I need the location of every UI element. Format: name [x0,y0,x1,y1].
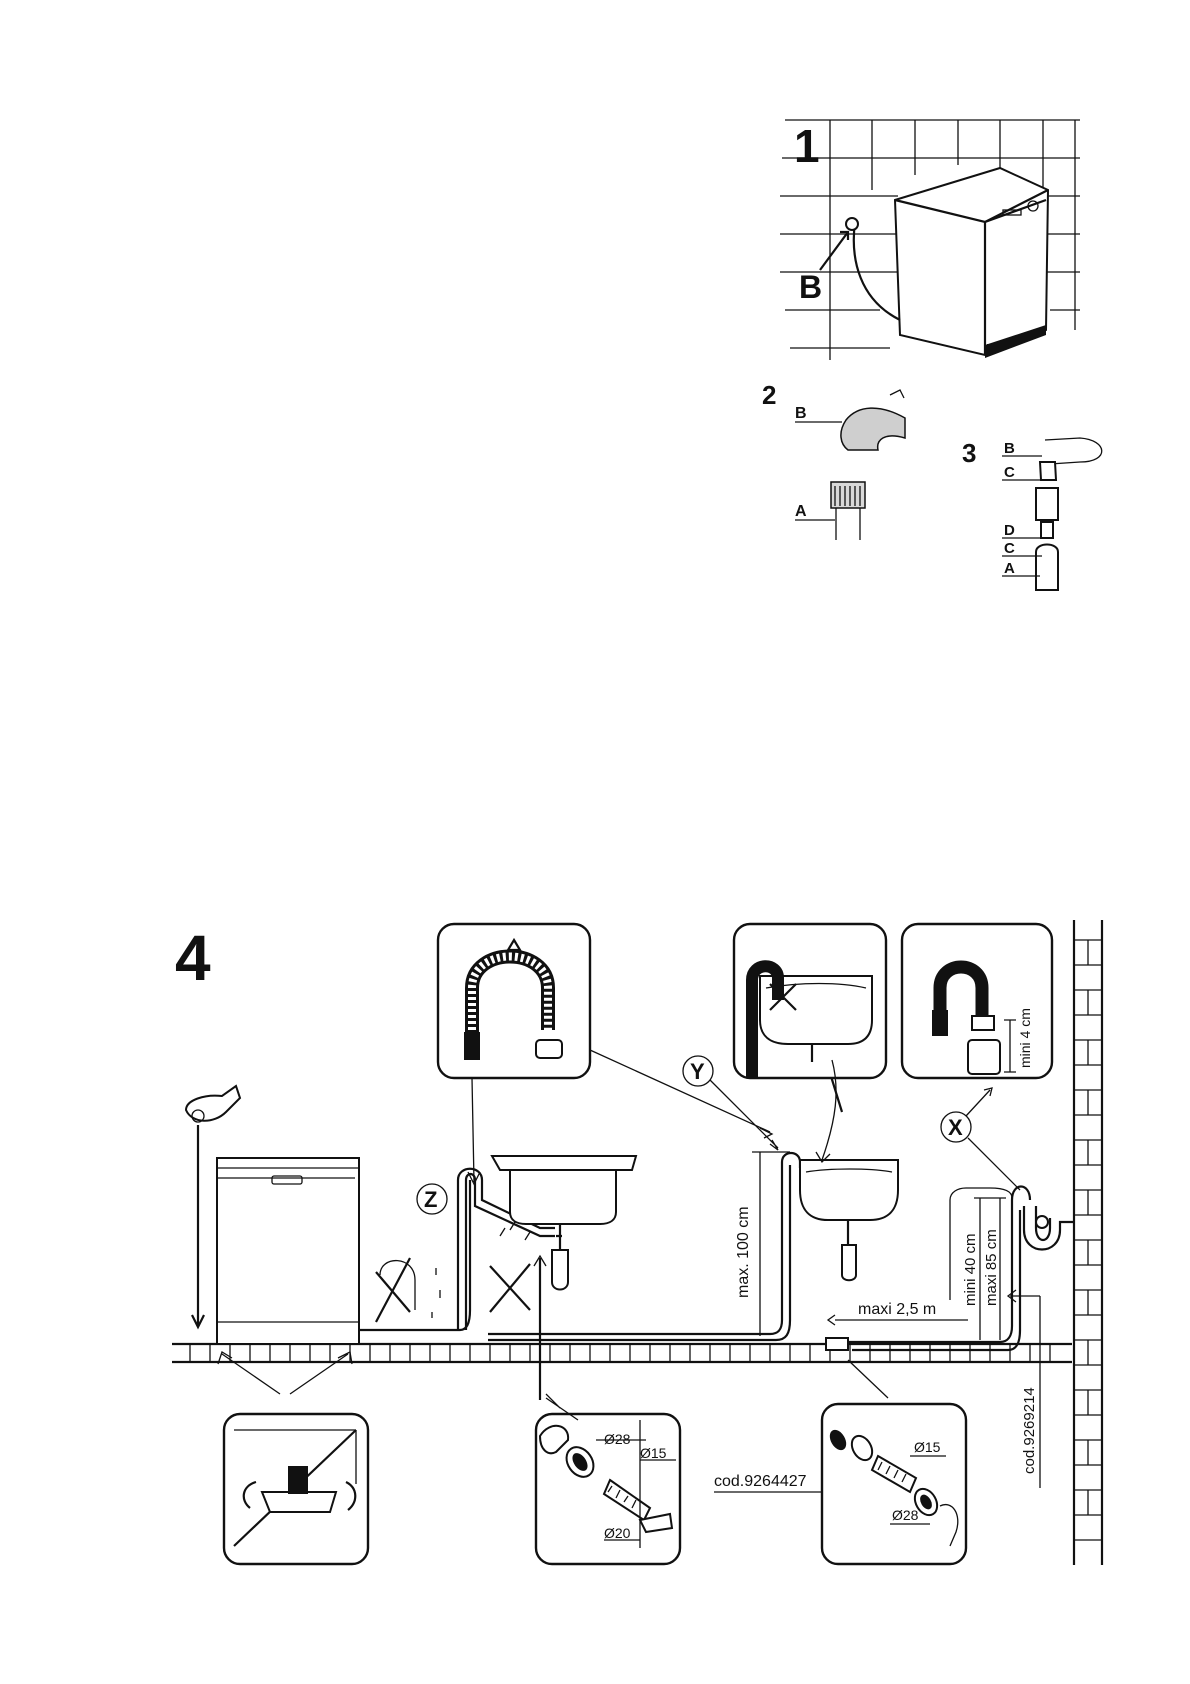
water-tap-fig1 [845,217,859,231]
dim-mini-4-label: mini 4 cm [1017,1008,1033,1068]
extension-hose-code-label: cod.9264427 [714,1473,807,1490]
wrong-routing-2 [489,1221,531,1313]
figure-2-label-b: B [795,405,807,422]
figure-3-number: 3 [962,438,976,468]
dim-left-28: Ø28 [604,1431,631,1447]
dim-max-100-label: max. 100 cm [735,1206,752,1298]
marker-y: Y [690,1059,705,1084]
floor-junction [825,1337,849,1351]
dim-maxi-85-label: maxi 85 cm [983,1229,1000,1306]
figure-4-number: 4 [175,922,211,994]
wrong-routing-1 [375,1257,441,1323]
figure-3-label-c1: C [1004,464,1015,481]
kitchen-sink [490,1155,638,1400]
figure-2-number: 2 [762,380,776,410]
hose-y-route [488,1151,802,1342]
figure-1-water-connection: 1 B [780,119,1080,360]
inlet-hose-fig1 [852,221,901,321]
brick-wall [1072,920,1104,1565]
figure-3-label-a: A [1004,560,1015,577]
marker-y-circle [682,1055,714,1087]
figure-3-label-b: B [1004,440,1015,457]
wall-hose-code: cod.9269214 [1006,1289,1041,1488]
tap-hand-icon [184,1084,242,1330]
figure-1-number: 1 [794,120,820,172]
marker-z-circle [416,1183,448,1215]
marker-x-circle [940,1111,972,1143]
tap-elbow [840,407,906,451]
figure-4-drain-installation: 4 [172,920,1104,1566]
dishwasher-fig1 [893,166,1050,358]
figure-1-label-b: B [799,269,822,305]
panel-sink-detail [732,922,888,1164]
dim-left-20: Ø20 [604,1525,631,1541]
floor-strip [172,1342,1072,1364]
dim-max-100: max. 100 cm [735,1151,790,1336]
figure-2-hose-ends: 2 B A [762,380,906,540]
figure-3-label-c2: C [1004,540,1015,557]
marker-x: X [948,1115,963,1140]
dishwasher-fig4 [216,1157,472,1345]
tile-wall [780,119,1080,360]
dim-mini-40-label: mini 40 cm [962,1233,979,1306]
marker-z: Z [424,1187,437,1212]
panel-drain-adapter-right: Ø15 Ø28 [820,1402,968,1566]
figure-3-label-d: D [1004,522,1015,539]
panel-u-hose [436,922,774,1186]
dim-right-28: Ø28 [892,1507,919,1523]
sink-y [799,1059,899,1282]
dim-left-15: Ø15 [640,1445,667,1461]
wall-hose-code-label: cod.9269214 [1021,1387,1038,1474]
hose-x-route [848,1185,1074,1352]
panel-standpipe-detail: mini 4 cm [900,922,1054,1080]
dim-maxi-2-5-label: maxi 2,5 m [858,1301,936,1318]
panel-leveling-feet [217,1351,370,1566]
dim-right-15: Ø15 [914,1439,941,1455]
figure-3-adapter: 3 B C D C A [962,437,1103,591]
figure-2-label-a: A [795,503,807,520]
arrow-b-fig1 [819,230,850,271]
hose-end-a [830,481,866,540]
panel-drain-adapter-left: Ø28 Ø15 Ø20 [534,1393,682,1566]
dim-maxi-2-5: maxi 2,5 m [826,1301,968,1326]
dim-mini-40-maxi-85: mini 40 cm maxi 85 cm [962,1197,1006,1340]
